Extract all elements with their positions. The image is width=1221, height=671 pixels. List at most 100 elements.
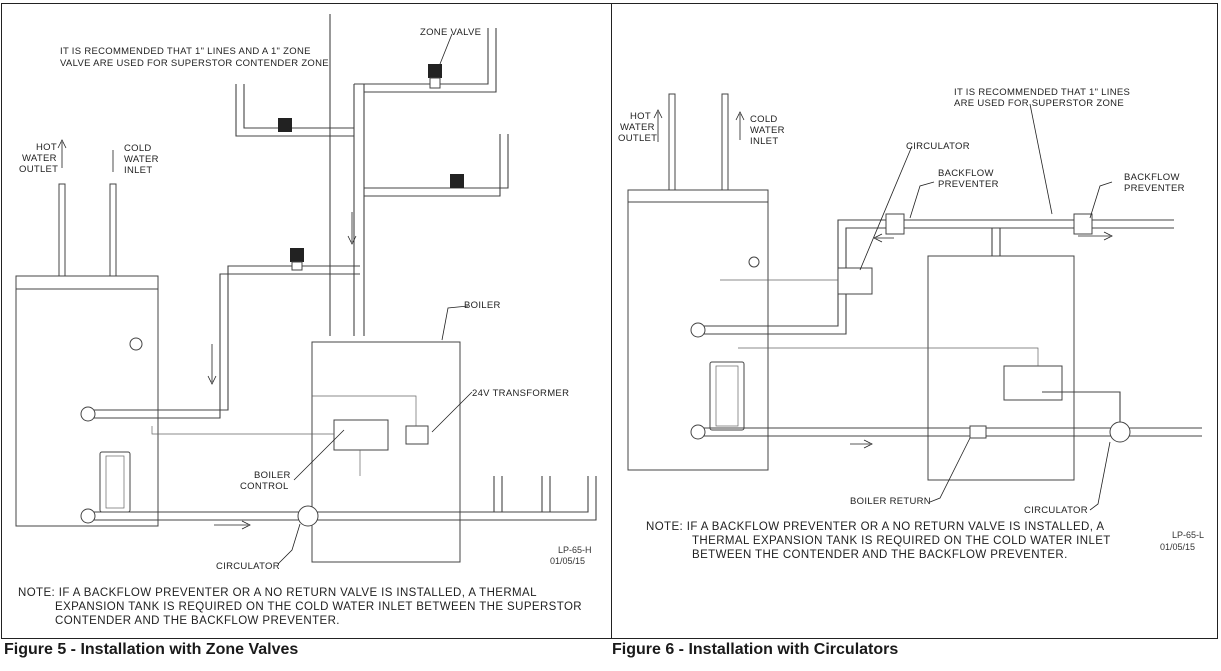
- backflow-left-label: PREVENTER: [938, 179, 999, 190]
- tank-element-inner: [105, 455, 125, 509]
- return-branches: [493, 476, 551, 512]
- hot-outlet-pipe: [58, 183, 66, 277]
- recommendation-text: IT IS RECOMMENDED THAT 1" LINES: [954, 87, 1130, 98]
- hot-label: HOT: [630, 111, 651, 122]
- cold-label: WATER: [750, 125, 785, 136]
- cold-arrow-icon: [735, 111, 745, 140]
- supply-pipe-inner: [94, 273, 360, 419]
- cold-label: INLET: [124, 165, 152, 176]
- tank-fitting-icon: [748, 256, 760, 268]
- hot-label: WATER: [620, 122, 655, 133]
- circulator-box: [837, 267, 873, 295]
- transformer-leader: [431, 391, 473, 433]
- boiler-return-leader: [929, 437, 971, 503]
- recommendation-text: VALVE ARE USED FOR SUPERSTOR CONTENDER Z…: [60, 58, 329, 69]
- zone-valve-leader: [439, 33, 453, 65]
- boiler-control-box: [333, 419, 389, 451]
- hot-label: OUTLET: [19, 164, 58, 175]
- return-pipe: [94, 476, 597, 521]
- tank-fitting-icon: [690, 322, 706, 338]
- tank-fitting-icon: [80, 508, 96, 524]
- flow-arrow-icon: [207, 344, 217, 385]
- circulator-link: [1042, 391, 1121, 422]
- recommendation-text: IT IS RECOMMENDED THAT 1" LINES AND A 1"…: [60, 46, 311, 57]
- boiler-control-label: BOILER: [254, 470, 291, 481]
- zone-valve-icon: [278, 118, 292, 132]
- hot-label: WATER: [22, 153, 57, 164]
- header-pipe: [353, 84, 365, 336]
- cold-label: WATER: [124, 154, 159, 165]
- note-line: NOTE: IF A BACKFLOW PREVENTER OR A NO RE…: [18, 587, 537, 599]
- zone-pipe-right: [364, 134, 509, 197]
- tank-fitting-icon: [690, 424, 706, 440]
- circulator-leader: [277, 523, 301, 565]
- zone-valve-icon: [290, 248, 304, 262]
- figure-6-diagram: HOT WATER OUTLET COLD WATER INLET IT IS …: [618, 87, 1204, 561]
- flow-arrow-icon: [347, 212, 357, 245]
- backflow-preventer-icon: [1073, 213, 1093, 235]
- note-line: CONTENDER AND THE BACKFLOW PREVENTER.: [55, 615, 340, 627]
- wiring: [151, 426, 361, 476]
- figure-5-caption: Figure 5 - Installation with Zone Valves: [4, 641, 299, 658]
- zone-pipe-top: [354, 28, 497, 93]
- cold-label: COLD: [750, 114, 778, 125]
- figure-6-panel: HOT WATER OUTLET COLD WATER INLET IT IS …: [611, 3, 1218, 639]
- drawing-date: 01/05/15: [1160, 542, 1195, 552]
- flow-arrow-icon: [873, 233, 894, 243]
- backflow-right-label: BACKFLOW: [1124, 172, 1180, 183]
- zone-valve-icon: [450, 174, 464, 188]
- flow-arrow-icon: [1078, 231, 1113, 241]
- hot-arrow-icon: [57, 139, 67, 168]
- tee-branch: [991, 228, 1001, 258]
- circulator-label: CIRCULATOR: [216, 561, 280, 572]
- boiler-control-label: CONTROL: [240, 481, 289, 492]
- drawing-date: 01/05/15: [550, 556, 585, 566]
- boiler-label: BOILER: [464, 300, 501, 311]
- circulator-leader: [859, 145, 913, 271]
- cold-inlet-pipe: [721, 93, 729, 191]
- boiler-return-tee: [969, 425, 987, 439]
- circulator-bottom-label: CIRCULATOR: [1024, 505, 1088, 516]
- flow-arrow-icon: [850, 439, 873, 449]
- backflow-left-leader: [909, 181, 935, 219]
- backflow-left-label: BACKFLOW: [938, 168, 994, 179]
- figure-5-panel: ZONE VALVE IT IS RECOMMENDED THAT 1" LIN…: [1, 3, 612, 639]
- backflow-right-label: PREVENTER: [1124, 183, 1185, 194]
- circulator-label: CIRCULATOR: [906, 141, 970, 152]
- circulator-bottom-leader: [1089, 441, 1111, 511]
- wiring: [312, 395, 417, 426]
- water-heater-tank: [15, 275, 159, 527]
- circulator-icon: [1109, 421, 1131, 443]
- recommendation-text: ARE USED FOR SUPERSTOR ZONE: [954, 98, 1124, 109]
- boiler-control-box: [1003, 365, 1063, 401]
- boiler-return-label: BOILER RETURN: [850, 496, 931, 507]
- tank-fitting-icon: [80, 406, 96, 422]
- backflow-preventer-icon: [885, 213, 905, 235]
- zone-valve-body: [291, 261, 303, 271]
- hot-arrow-icon: [653, 109, 663, 142]
- tank-fitting-icon: [129, 337, 143, 351]
- wiring: [720, 279, 1039, 366]
- tank-element: [709, 361, 745, 431]
- hot-outlet-pipe: [668, 93, 676, 191]
- figure-6-caption: Figure 6 - Installation with Circulators: [612, 641, 899, 658]
- recommend-leader: [1029, 103, 1053, 215]
- figure-5-diagram: ZONE VALVE IT IS RECOMMENDED THAT 1" LIN…: [15, 14, 597, 627]
- cold-inlet-pipe: [109, 183, 117, 277]
- note-line: EXPANSION TANK IS REQUIRED ON THE COLD W…: [55, 601, 582, 613]
- hot-label: OUTLET: [618, 133, 657, 144]
- note-line: BETWEEN THE CONTENDER AND THE BACKFLOW P…: [692, 549, 1068, 561]
- zone-valve-body: [429, 77, 441, 89]
- zone-pipe-left: [235, 84, 354, 137]
- flow-arrow-icon: [214, 520, 251, 530]
- control-leader: [293, 429, 345, 481]
- tank-element: [99, 451, 131, 513]
- boiler-leader: [441, 305, 469, 341]
- transformer-box: [405, 425, 429, 445]
- circulator-icon: [297, 505, 319, 527]
- zone-valve-icon: [428, 64, 442, 78]
- zone-valve-label: ZONE VALVE: [420, 27, 481, 38]
- backflow-right-leader: [1089, 181, 1113, 219]
- note-line: THERMAL EXPANSION TANK IS REQUIRED ON TH…: [692, 535, 1111, 547]
- drawing-code: LP-65-L: [1172, 530, 1204, 540]
